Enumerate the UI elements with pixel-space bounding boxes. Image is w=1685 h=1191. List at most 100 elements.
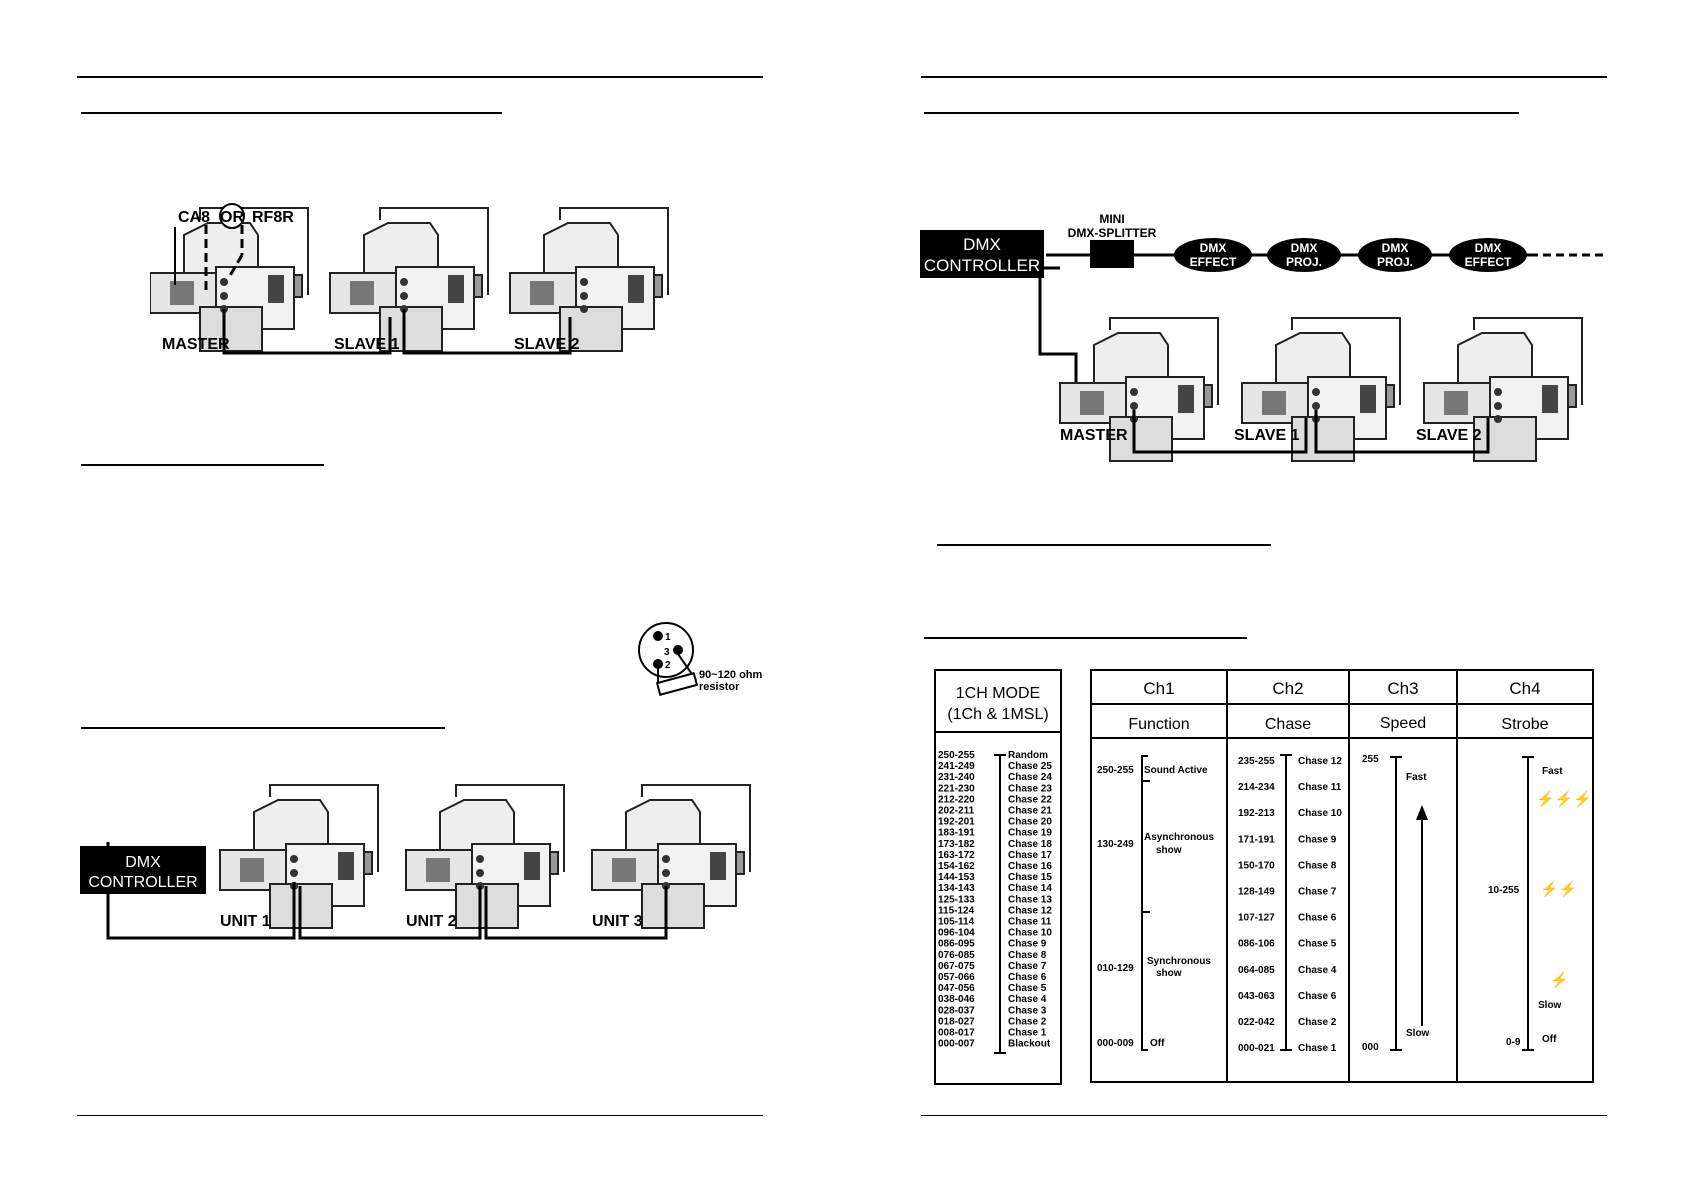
mode-range: 202-211 — [938, 806, 975, 817]
fixture-drawing — [591, 784, 751, 929]
ch2-range: 214-234 — [1238, 782, 1275, 793]
right-page-header-rule — [921, 76, 1607, 78]
lightning-icon: ⚡⚡⚡ — [1536, 790, 1592, 808]
device-label: PROJ. — [1377, 255, 1413, 269]
mode-label: Chase 11 — [1008, 917, 1052, 928]
mode-label: Random — [1008, 750, 1048, 761]
ch2-label: Chase 4 — [1298, 965, 1337, 976]
ch2-label: Chase 11 — [1298, 782, 1342, 793]
lightning-icon: ⚡⚡ — [1540, 880, 1577, 898]
dmx-controller-box — [920, 230, 1044, 278]
dmx-device-pill — [1267, 238, 1341, 272]
xlr-terminator-diagram: 1 3 2 90~120 ohm resistor — [638, 622, 763, 696]
left-page-header-rule — [77, 76, 763, 78]
mode-label: Chase 21 — [1008, 806, 1052, 817]
mode-range: 067-075 — [938, 961, 975, 972]
mode-range: 250-255 — [938, 750, 975, 761]
strobe-off-range: 0-9 — [1506, 1037, 1521, 1048]
mode-range: 076-085 — [938, 950, 975, 961]
unit-label: SLAVE 1 — [334, 336, 400, 353]
unit-label: UNIT 1 — [220, 913, 271, 930]
ch1-range: 250-255 — [1097, 765, 1134, 776]
ch2-label: Chase 7 — [1298, 887, 1337, 898]
mode-label: Chase 20 — [1008, 817, 1052, 828]
channel-subheader: Speed — [1380, 715, 1426, 732]
mode-range: 000-007 — [938, 1039, 975, 1050]
mode-range: 144-153 — [938, 872, 975, 883]
mode-label: Chase 14 — [1008, 883, 1052, 894]
unit-label: SLAVE 1 — [1234, 427, 1300, 444]
speed-max: 255 — [1362, 754, 1379, 765]
mode-range: 115-124 — [938, 905, 975, 916]
resistor-icon — [655, 672, 699, 696]
device-label: PROJ. — [1286, 255, 1322, 269]
mode-range: 125-133 — [938, 894, 975, 905]
ch2-range: 086-106 — [1238, 939, 1275, 950]
mode-label: Blackout — [1008, 1039, 1051, 1050]
mode-label: Chase 25 — [1008, 761, 1052, 772]
speed-slow-label: Slow — [1406, 1028, 1430, 1039]
ch2-label: Chase 8 — [1298, 860, 1337, 871]
left-page-footer-rule — [77, 1115, 763, 1116]
ch1-label: show — [1156, 845, 1182, 856]
mode-label: Chase 10 — [1008, 928, 1052, 939]
channel-header: Ch2 — [1272, 679, 1303, 698]
cable-a-label: CA8 — [178, 209, 210, 226]
mode-range: 096-104 — [938, 928, 975, 939]
ch2-range: 043-063 — [1238, 991, 1275, 1002]
mode-label: Chase 8 — [1008, 950, 1047, 961]
mode-label: Chase 1 — [1008, 1028, 1047, 1039]
pin-icon — [653, 631, 663, 641]
mode-range: 154-162 — [938, 861, 975, 872]
unit-label: SLAVE 2 — [1416, 427, 1482, 444]
ch2-range: 000-021 — [1238, 1043, 1275, 1054]
mode-label: Chase 9 — [1008, 939, 1047, 950]
section-heading-underline — [81, 464, 324, 466]
dmx-splitter-diagram: DMX CONTROLLER MINI DMX-SPLITTER DMX EFF… — [920, 212, 1605, 462]
mode-label: Chase 13 — [1008, 894, 1052, 905]
ch1-label: Synchronous — [1147, 956, 1211, 967]
device-label: DMX — [1475, 241, 1502, 255]
mode-label: Chase 15 — [1008, 872, 1052, 883]
dmx-device-pill — [1449, 238, 1527, 272]
strobe-range: 10-255 — [1488, 885, 1520, 896]
master-slave-diagram: CA8 OR RF8R MASTER SLAVE 1 SLAVE 2 — [150, 203, 669, 355]
channel-subheader: Function — [1128, 716, 1189, 733]
ch2-range: 128-149 — [1238, 887, 1275, 898]
dmx-controller-box — [80, 846, 206, 894]
channel-header: Ch4 — [1509, 679, 1540, 698]
channel-header: Ch1 — [1143, 679, 1174, 698]
mode-label: Chase 24 — [1008, 772, 1052, 783]
lightning-icon: ⚡ — [1550, 971, 1569, 989]
ch2-range: 107-127 — [1238, 913, 1275, 924]
ch1-range: 000-009 — [1097, 1038, 1134, 1049]
section-heading-underline — [81, 727, 445, 729]
splitter-box — [1090, 240, 1134, 268]
mode-range: 008-017 — [938, 1028, 975, 1039]
section-heading-underline — [924, 637, 1247, 639]
mode-label: Chase 22 — [1008, 794, 1052, 805]
resistor-label: 90~120 ohm — [699, 669, 763, 681]
mode-range: 057-066 — [938, 972, 975, 983]
strobe-off-label: Off — [1542, 1034, 1557, 1045]
dmx-device-pill — [1174, 238, 1252, 272]
unit-label: MASTER — [162, 336, 230, 353]
mode-label: Chase 18 — [1008, 839, 1052, 850]
mode-range: 221-230 — [938, 783, 975, 794]
unit-label: UNIT 3 — [592, 913, 643, 930]
channel-subheader: Strobe — [1501, 716, 1548, 733]
mode-label: Chase 4 — [1008, 994, 1047, 1005]
dmx-device-pill — [1358, 238, 1432, 272]
ch2-range: 150-170 — [1238, 860, 1275, 871]
pin-label: 3 — [664, 647, 670, 658]
mode-label: Chase 2 — [1008, 1016, 1047, 1027]
ch1-label: Off — [1150, 1038, 1165, 1049]
mode-label: Chase 19 — [1008, 828, 1052, 839]
ch1-label: Asynchronous — [1144, 832, 1214, 843]
mode-range: 105-114 — [938, 917, 975, 928]
ch2-label: Chase 12 — [1298, 756, 1342, 767]
ch2-label: Chase 2 — [1298, 1017, 1337, 1028]
mode-range: 047-056 — [938, 983, 975, 994]
mode-range: 086-095 — [938, 939, 975, 950]
